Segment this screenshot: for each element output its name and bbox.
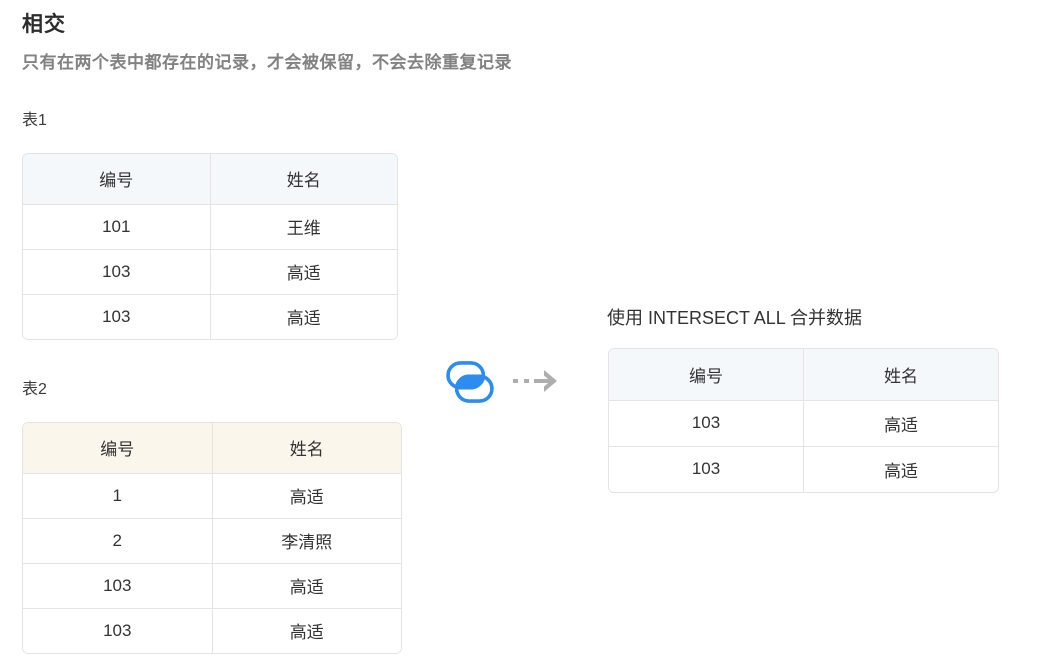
column-header: 编号 — [609, 349, 804, 400]
table2-label: 表2 — [22, 381, 47, 398]
table-cell: 高适 — [209, 248, 397, 294]
table-cell: 103 — [609, 399, 804, 446]
result-label: 使用 INTERSECT ALL 合并数据 — [607, 308, 863, 328]
table-cell: 2 — [23, 517, 212, 563]
table1-label: 表1 — [22, 112, 47, 129]
column-header: 编号 — [23, 154, 210, 204]
table-row: 103 高适 — [23, 293, 397, 339]
intersect-pills-icon — [445, 361, 495, 403]
table-row: 103 高适 — [23, 562, 401, 608]
dashed-right-arrow-icon — [512, 368, 562, 394]
table2: 编号 姓名 1 高适 2 李清照 103 高适 103 高适 — [22, 422, 402, 654]
table-header-row: 编号 姓名 — [609, 349, 998, 400]
table-row: 2 李清照 — [23, 517, 401, 563]
table-cell: 李清照 — [211, 517, 401, 563]
page-subtitle: 只有在两个表中都存在的记录，才会被保留，不会去除重复记录 — [22, 53, 512, 72]
table-row: 1 高适 — [23, 472, 401, 518]
table-row: 103 高适 — [609, 399, 998, 446]
table-row: 103 高适 — [609, 445, 998, 492]
table-cell: 高适 — [211, 562, 401, 608]
table-cell: 高适 — [211, 472, 401, 518]
page-title: 相交 — [22, 13, 66, 36]
table-cell: 1 — [23, 472, 212, 518]
table-cell: 高适 — [803, 445, 998, 492]
table-cell: 103 — [23, 607, 212, 653]
table-row: 103 高适 — [23, 607, 401, 653]
table-cell: 高适 — [209, 293, 397, 339]
table-row: 103 高适 — [23, 248, 397, 294]
column-header: 姓名 — [211, 423, 401, 473]
table1: 编号 姓名 101 王维 103 高适 103 高适 — [22, 153, 398, 340]
table-row: 101 王维 — [23, 203, 397, 249]
table-cell: 101 — [23, 203, 210, 249]
column-header: 姓名 — [803, 349, 998, 400]
table-cell: 103 — [23, 293, 210, 339]
table-cell: 高适 — [211, 607, 401, 653]
table-header-row: 编号 姓名 — [23, 154, 397, 204]
table-cell: 高适 — [803, 399, 998, 446]
table-cell: 103 — [23, 562, 212, 608]
column-header: 姓名 — [209, 154, 397, 204]
result-table: 编号 姓名 103 高适 103 高适 — [608, 348, 999, 493]
table-cell: 王维 — [209, 203, 397, 249]
table-header-row: 编号 姓名 — [23, 423, 401, 473]
column-header: 编号 — [23, 423, 212, 473]
table-cell: 103 — [23, 248, 210, 294]
table-cell: 103 — [609, 445, 804, 492]
